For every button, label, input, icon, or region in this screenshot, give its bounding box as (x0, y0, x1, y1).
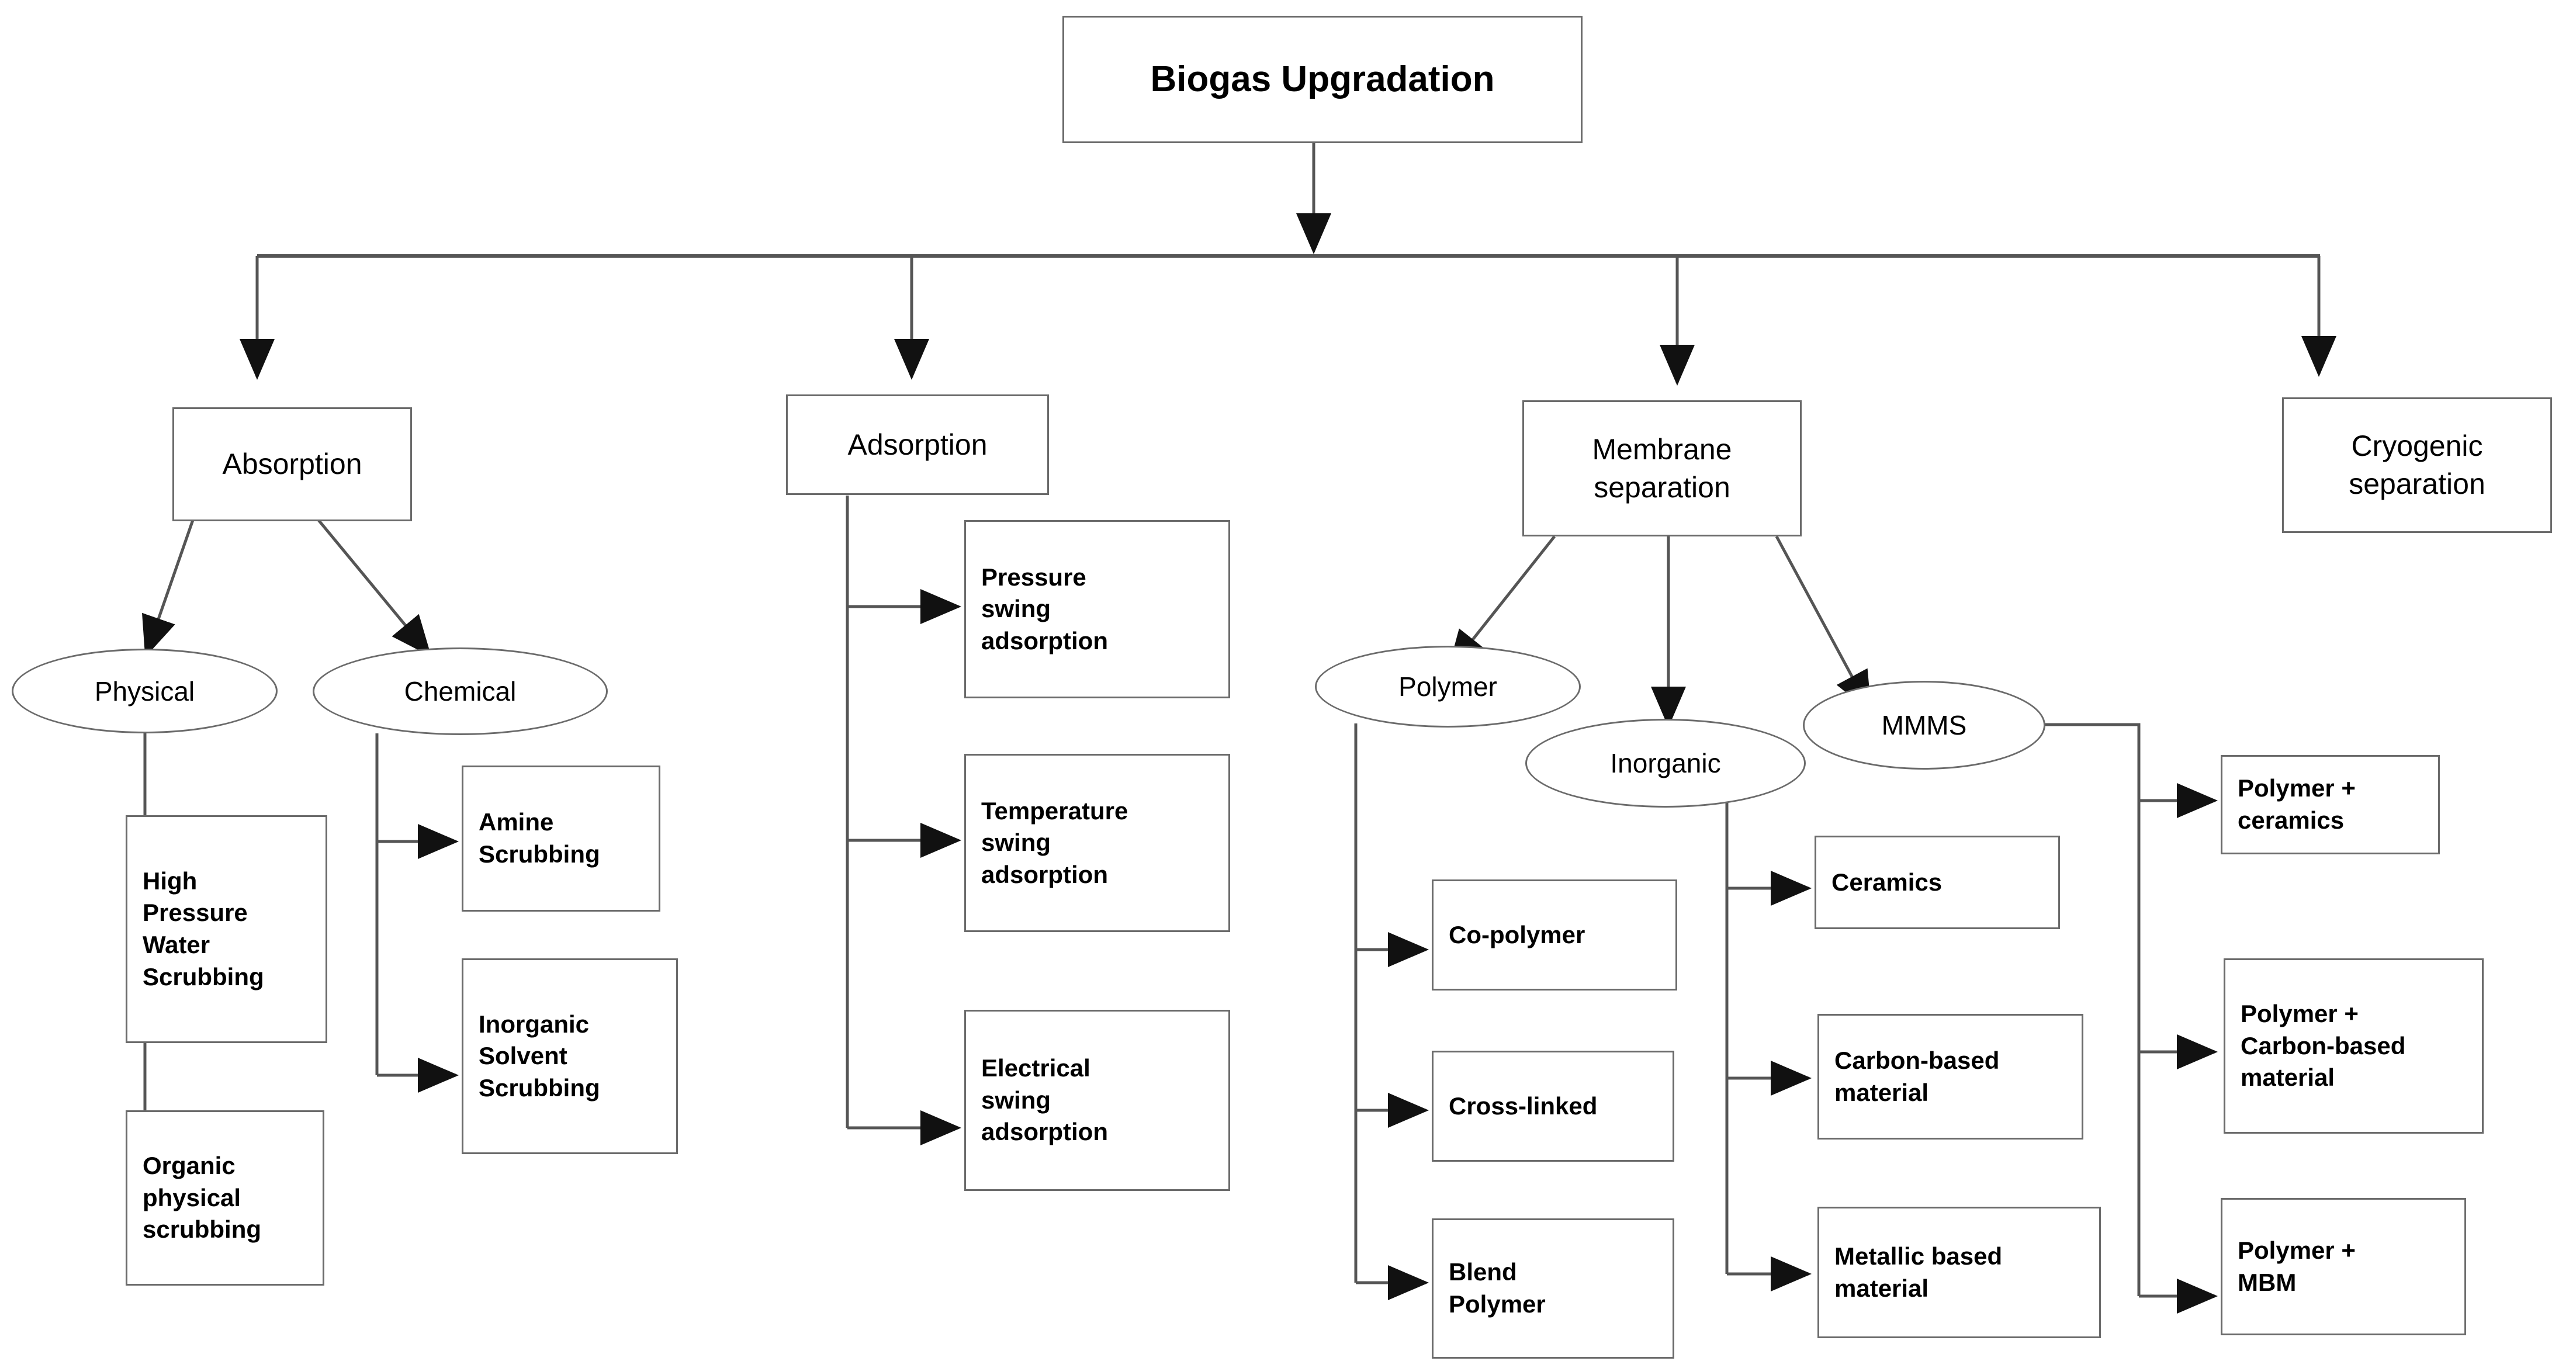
node-mmms[interactable]: MMMS (1803, 681, 2045, 770)
leaf-label: High Pressure Water Scrubbing (143, 867, 264, 990)
leaf-label: Cross-linked (1449, 1092, 1598, 1120)
leaf-label: Inorganic Solvent Scrubbing (479, 1010, 600, 1102)
node-label: Membrane separation (1592, 432, 1732, 504)
node-label: Inorganic (1610, 748, 1721, 778)
node-cryogenic-separation[interactable]: Cryogenic separation (2282, 397, 2552, 533)
node-membrane-separation[interactable]: Membrane separation (1522, 400, 1802, 536)
node-chemical[interactable]: Chemical (313, 647, 608, 735)
leaf-label: Organic physical scrubbing (143, 1152, 262, 1244)
node-label: Adsorption (847, 428, 988, 461)
leaf-polymer-plus-carbon-based-material[interactable]: Polymer + Carbon-based material (2224, 958, 2484, 1134)
leaf-organic-physical-scrubbing[interactable]: Organic physical scrubbing (126, 1110, 324, 1286)
leaf-blend-polymer[interactable]: Blend Polymer (1432, 1218, 1674, 1359)
leaf-label: Metallic based material (1834, 1242, 2003, 1302)
leaf-co-polymer[interactable]: Co-polymer (1432, 879, 1677, 990)
leaf-label: Blend Polymer (1449, 1258, 1546, 1318)
leaf-cross-linked[interactable]: Cross-linked (1432, 1051, 1674, 1162)
node-label: Chemical (404, 676, 517, 706)
leaf-polymer-plus-ceramics[interactable]: Polymer + ceramics (2221, 755, 2440, 854)
leaf-carbon-based-material[interactable]: Carbon-based material (1817, 1014, 2083, 1140)
leaf-ceramics[interactable]: Ceramics (1815, 836, 2060, 929)
leaf-label: Polymer + ceramics (2238, 774, 2356, 834)
leaf-metallic-based-material[interactable]: Metallic based material (1817, 1207, 2101, 1338)
leaf-label: Amine Scrubbing (479, 808, 600, 868)
node-label: Cryogenic separation (2349, 430, 2485, 500)
node-label: Biogas Upgradation (1150, 58, 1495, 99)
leaf-high-pressure-water-scrubbing[interactable]: High Pressure Water Scrubbing (126, 815, 327, 1043)
leaf-pressure-swing-adsorption[interactable]: Pressure swing adsorption (964, 520, 1230, 698)
leaf-label: Electrical swing adsorption (981, 1054, 1108, 1146)
node-label: MMMS (1881, 710, 1967, 740)
node-absorption[interactable]: Absorption (172, 407, 412, 521)
leaf-label: Temperature swing adsorption (981, 796, 1128, 888)
leaf-label: Co-polymer (1449, 920, 1585, 948)
node-label: Absorption (222, 448, 362, 480)
edge-absorption-chemical (317, 519, 432, 657)
edge-absorption-physical (142, 520, 195, 657)
edge-membrane-mmms (1775, 535, 1872, 713)
leaf-label: Carbon-based material (1834, 1046, 2000, 1106)
leaf-label: Ceramics (1831, 868, 1943, 896)
node-inorganic[interactable]: Inorganic (1525, 719, 1806, 808)
node-polymer[interactable]: Polymer (1315, 646, 1581, 728)
leaf-polymer-plus-mbm[interactable]: Polymer + MBM (2221, 1198, 2466, 1335)
node-adsorption[interactable]: Adsorption (786, 394, 1049, 495)
leaf-amine-scrubbing[interactable]: Amine Scrubbing (462, 766, 660, 912)
leaf-label: Polymer + Carbon-based material (2241, 1000, 2406, 1092)
node-physical[interactable]: Physical (12, 649, 278, 733)
node-label: Physical (94, 676, 195, 706)
leaf-inorganic-solvent-scrubbing[interactable]: Inorganic Solvent Scrubbing (462, 958, 678, 1154)
leaf-label: Polymer + MBM (2238, 1236, 2356, 1296)
leaf-electrical-swing-adsorption[interactable]: Electrical swing adsorption (964, 1010, 1230, 1191)
node-biogas-upgradation[interactable]: Biogas Upgradation (1062, 16, 1583, 143)
node-label: Polymer (1398, 671, 1497, 702)
leaf-label: Pressure swing adsorption (981, 563, 1108, 654)
leaf-temperature-swing-adsorption[interactable]: Temperature swing adsorption (964, 754, 1230, 932)
